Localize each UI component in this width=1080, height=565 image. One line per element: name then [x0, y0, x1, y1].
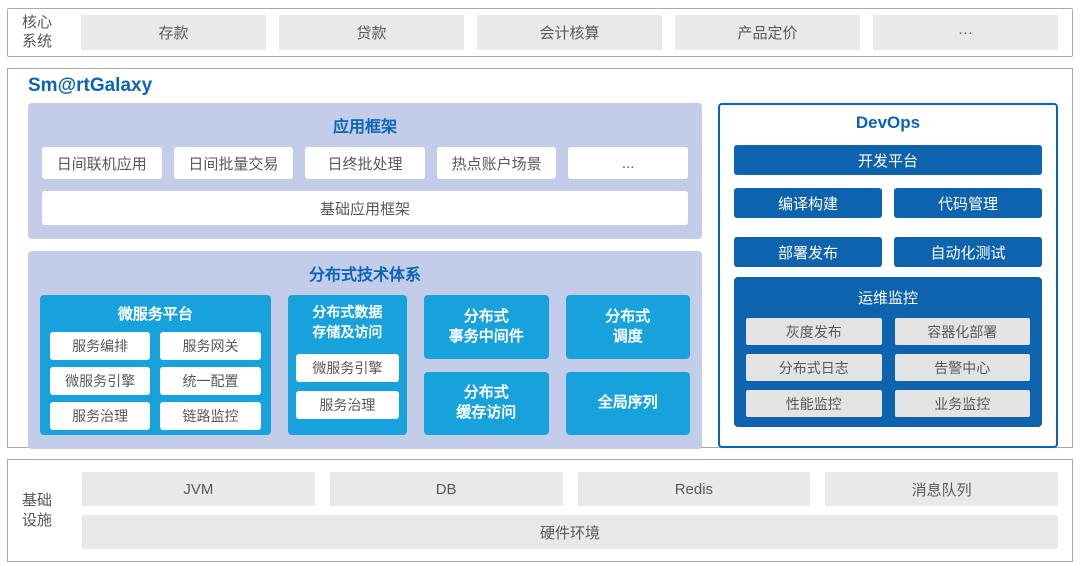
core-systems-label-line1: 核心 [22, 13, 53, 31]
microservice-grid: 服务编排 服务网关 微服务引擎 统一配置 服务治理 链路监控 [50, 332, 261, 430]
microservice-platform-panel: 微服务平台 服务编排 服务网关 微服务引擎 统一配置 服务治理 链路监控 [40, 295, 271, 435]
ops-item-gray-release: 灰度发布 [746, 318, 882, 345]
distributed-title: 分布式技术体系 [308, 267, 421, 284]
microservice-item-orchestration: 服务编排 [50, 332, 151, 360]
app-framework-row: 日间联机应用 日间批量交易 日终批处理 热点账户场景 ... [42, 147, 688, 179]
distributed-block-transaction: 分布式 事务中间件 [424, 295, 549, 359]
app-framework-item-online: 日间联机应用 [42, 147, 162, 179]
microservice-platform-title: 微服务平台 [117, 306, 193, 323]
block-line: 全局序列 [597, 394, 658, 412]
left-column: 应用框架 日间联机应用 日间批量交易 日终批处理 热点账户场景 ... 基础应用… [28, 103, 702, 449]
ops-monitor-title: 运维监控 [857, 290, 918, 307]
core-system-item-accounting: 会计核算 [477, 15, 662, 50]
data-storage-panel: 分布式数据 存储及访问 微服务引擎 服务治理 [287, 295, 408, 435]
app-framework-item-eod: 日终批处理 [305, 147, 425, 179]
block-line: 调度 [612, 327, 643, 345]
core-system-item-deposits: 存款 [81, 15, 266, 50]
app-framework-item-ellipsis: ... [568, 147, 688, 179]
infrastructure-content: JVM DB Redis 消息队列 硬件环境 [82, 472, 1058, 549]
infra-item-jvm: JVM [82, 472, 315, 506]
distributed-block-cache: 分布式 缓存访问 [424, 371, 549, 435]
data-storage-title-line1: 分布式数据 [312, 304, 383, 320]
microservice-item-governance: 服务治理 [50, 402, 151, 430]
infra-item-db: DB [329, 472, 563, 506]
infrastructure-label-line1: 基础 [22, 492, 53, 509]
smartgalaxy-content: 应用框架 日间联机应用 日间批量交易 日终批处理 热点账户场景 ... 基础应用… [28, 103, 1058, 449]
block-line: 分布式 [605, 307, 651, 325]
infrastructure-label-line2: 设施 [22, 511, 53, 529]
devops-tool-row-2: 部署发布 自动化测试 [734, 237, 1042, 267]
core-system-item-pricing: 产品定价 [675, 15, 860, 50]
app-framework-title: 应用框架 [332, 119, 397, 136]
smartgalaxy-title: Sm@rtGalaxy [28, 75, 153, 96]
devops-tool-row-1: 编译构建 代码管理 [734, 188, 1042, 218]
microservice-item-tracing: 链路监控 [160, 402, 261, 430]
ops-item-business-monitor: 业务监控 [894, 390, 1030, 417]
ops-monitor-panel: 运维监控 灰度发布 容器化部署 分布式日志 告警中心 性能监控 业务监控 [734, 277, 1042, 427]
app-framework-section: 应用框架 日间联机应用 日间批量交易 日终批处理 热点账户场景 ... 基础应用… [28, 103, 702, 239]
devops-panel: DevOps 开发平台 编译构建 代码管理 部署发布 自动化测试 运维监控 灰度… [718, 103, 1058, 448]
app-framework-item-batch: 日间批量交易 [173, 147, 294, 179]
devops-tool-autotest: 自动化测试 [894, 237, 1042, 267]
devops-tool-code: 代码管理 [894, 188, 1042, 218]
distributed-block-scheduling: 分布式 调度 [565, 295, 690, 359]
ops-item-alert-center: 告警中心 [894, 354, 1030, 381]
core-systems-label: 核心 系统 [22, 14, 68, 52]
core-system-item-loans: 贷款 [279, 15, 464, 50]
data-storage-title: 分布式数据 存储及访问 [296, 303, 399, 342]
block-line: 缓存访问 [456, 404, 517, 422]
core-systems-bar: 核心 系统 存款 贷款 会计核算 产品定价 ··· [7, 8, 1073, 57]
block-line: 分布式 [463, 384, 509, 401]
smartgalaxy-panel: Sm@rtGalaxy 应用框架 日间联机应用 日间批量交易 日终批处理 热点账… [7, 68, 1073, 449]
infrastructure-row: JVM DB Redis 消息队列 [82, 472, 1058, 506]
microservice-item-engine: 微服务引擎 [50, 367, 151, 395]
app-framework-item-hotspot: 热点账户场景 [436, 147, 557, 179]
distributed-block-global-sequence: 全局序列 [565, 371, 690, 435]
dev-platform-box: 开发平台 [734, 145, 1042, 175]
hardware-box: 硬件环境 [82, 515, 1058, 549]
infrastructure-bar: 基础 设施 JVM DB Redis 消息队列 硬件环境 [7, 459, 1073, 562]
block-line: 分布式 [463, 307, 509, 325]
block-line: 事务中间件 [448, 327, 524, 345]
data-storage-item-governance: 服务治理 [295, 391, 400, 420]
base-framework-box: 基础应用框架 [42, 191, 688, 225]
distributed-row: 微服务平台 服务编排 服务网关 微服务引擎 统一配置 服务治理 链路监控 [40, 295, 690, 435]
devops-tool-build: 编译构建 [734, 188, 882, 218]
ops-item-performance-monitor: 性能监控 [746, 390, 882, 417]
ops-item-distributed-log: 分布式日志 [746, 354, 882, 381]
infra-item-mq: 消息队列 [825, 472, 1058, 506]
core-systems-label-line2: 系统 [22, 32, 53, 50]
distributed-block-column-1: 分布式 事务中间件 分布式 缓存访问 [424, 295, 549, 435]
microservice-item-gateway: 服务网关 [160, 332, 261, 360]
infrastructure-label: 基础 设施 [22, 491, 68, 530]
data-storage-item-engine: 微服务引擎 [295, 354, 400, 383]
data-storage-title-line2: 存储及访问 [312, 323, 383, 340]
ops-monitor-grid: 灰度发布 容器化部署 分布式日志 告警中心 性能监控 业务监控 [746, 318, 1030, 417]
distributed-block-column-2: 分布式 调度 全局序列 [565, 295, 690, 435]
devops-title: DevOps [855, 113, 921, 132]
microservice-item-config: 统一配置 [160, 367, 261, 395]
devops-tool-deploy: 部署发布 [734, 237, 882, 267]
distributed-section: 分布式技术体系 微服务平台 服务编排 服务网关 微服务引擎 统一配置 服务治理 … [28, 251, 702, 449]
infra-item-redis: Redis [577, 472, 811, 506]
ops-item-container-deploy: 容器化部署 [894, 318, 1030, 345]
core-system-item-ellipsis: ··· [873, 15, 1058, 50]
